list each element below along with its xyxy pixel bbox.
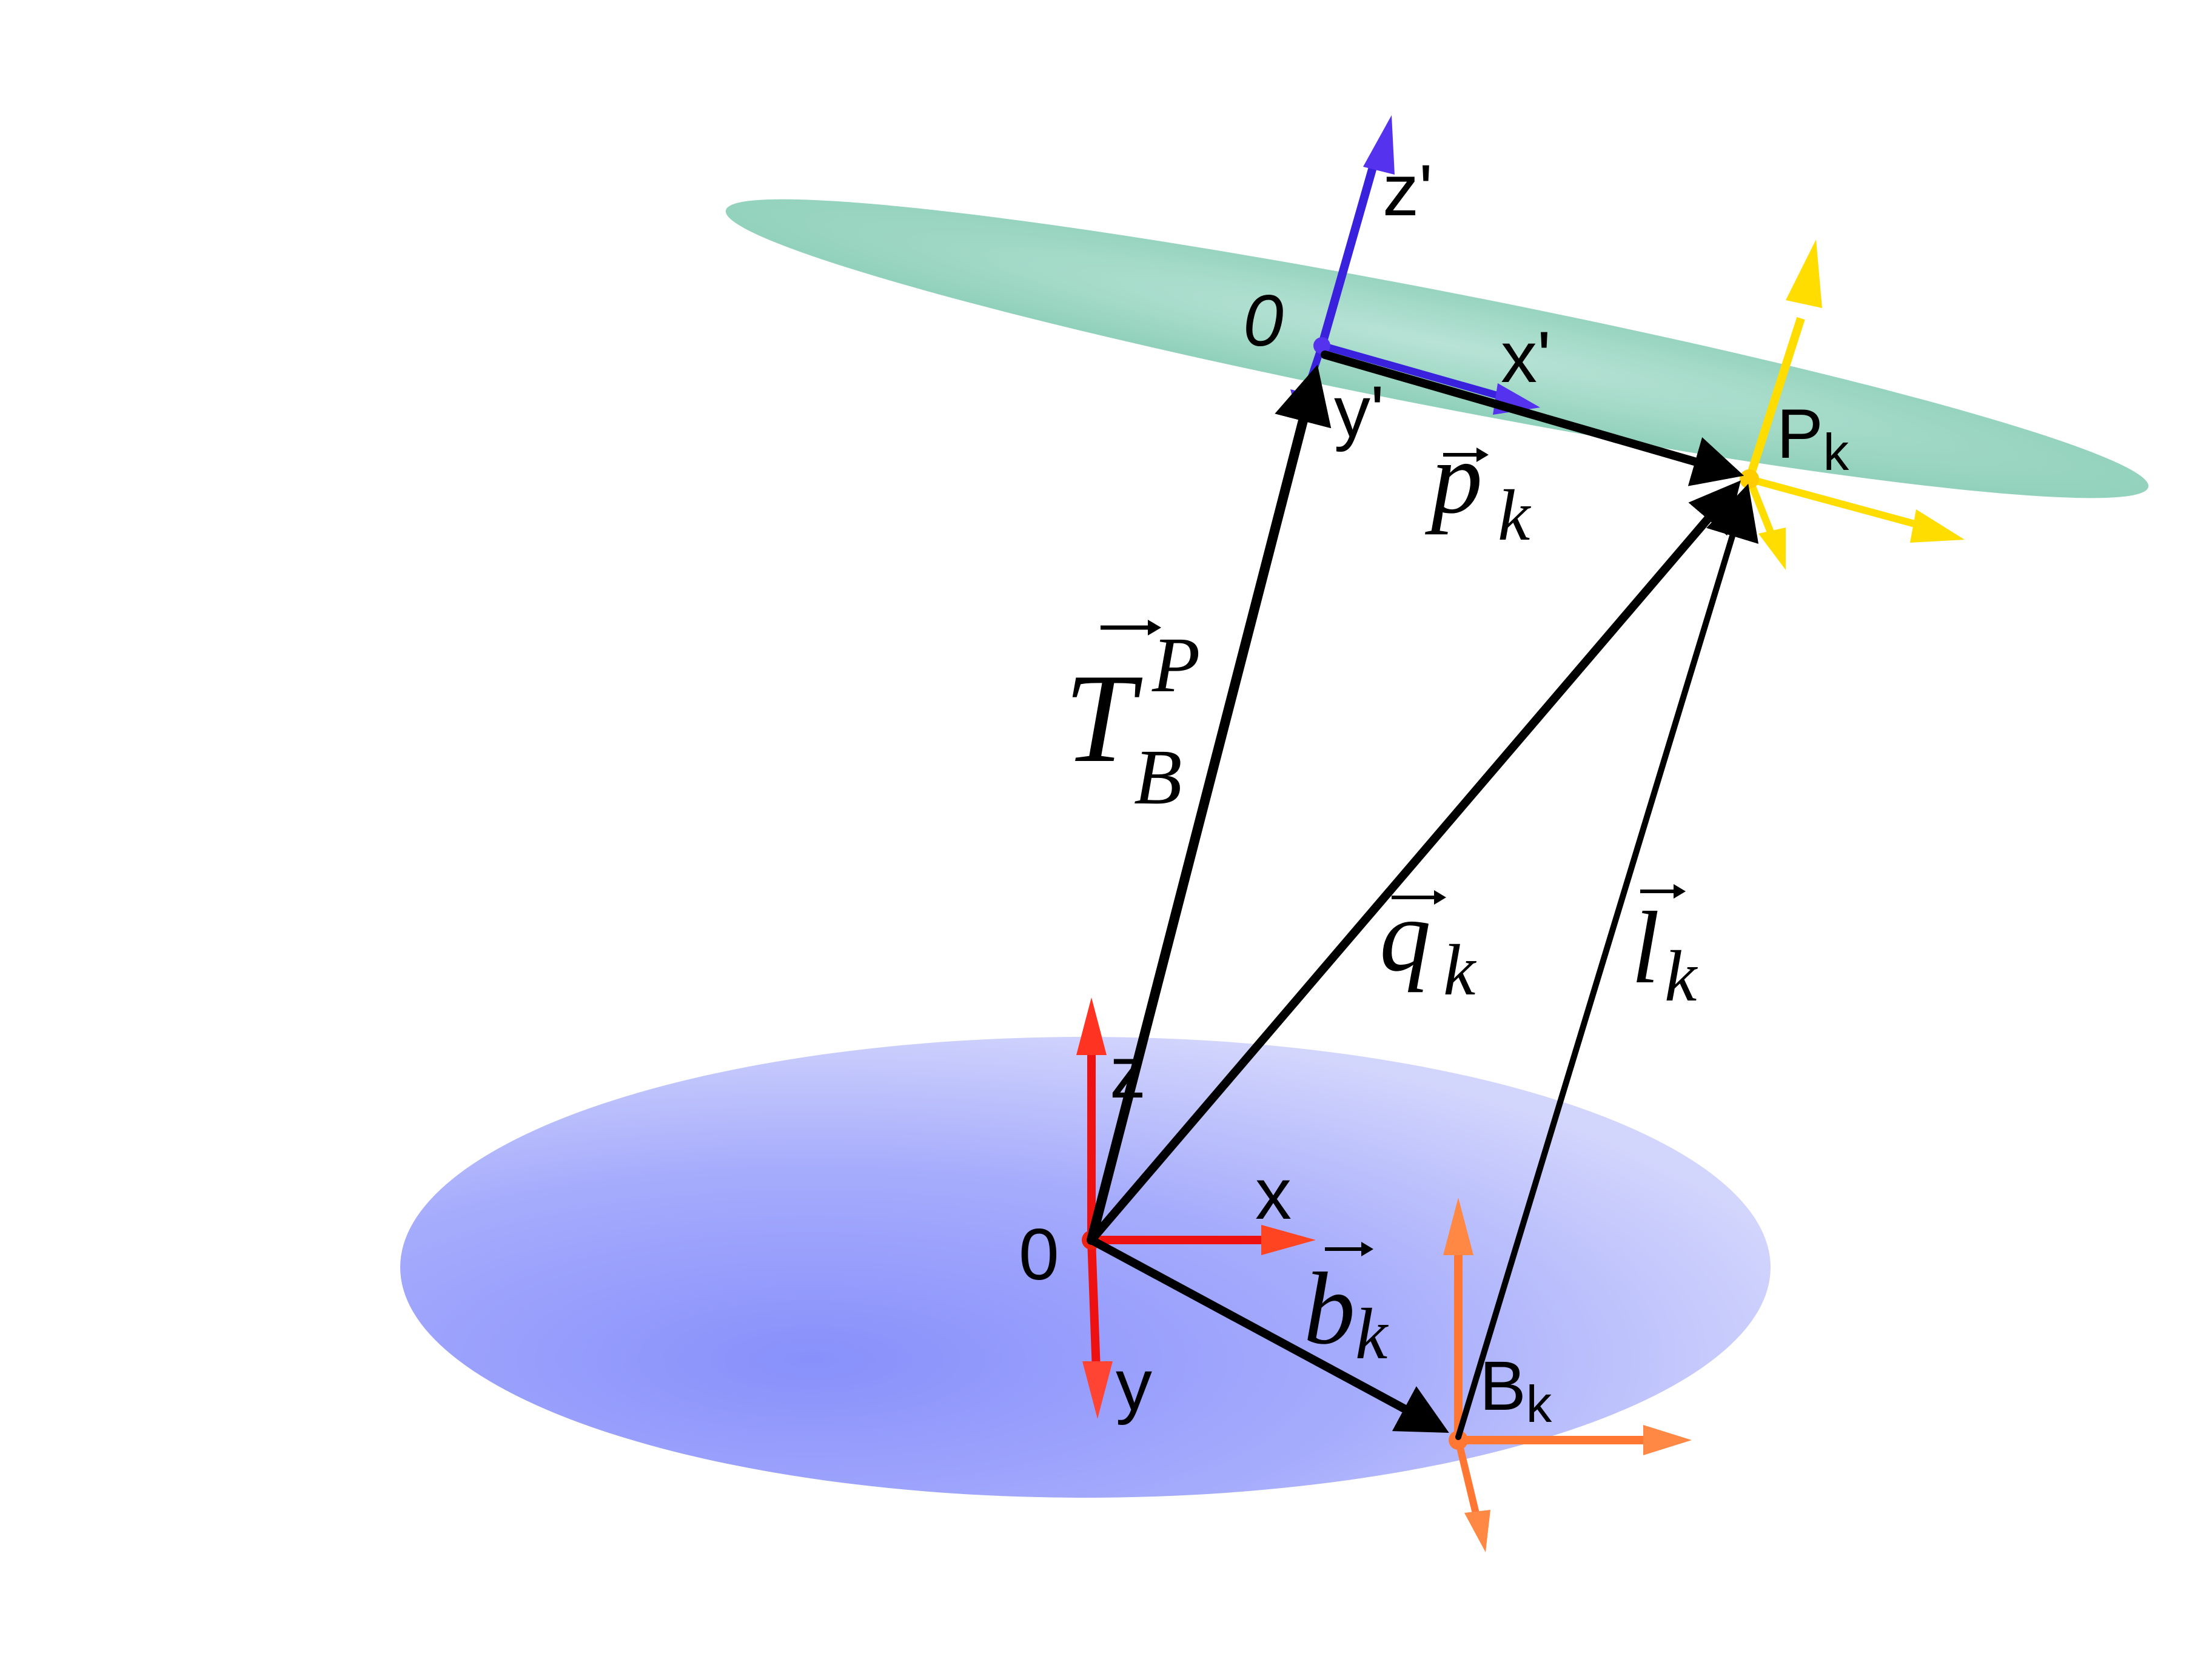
vector-b-sub: k	[1355, 1293, 1389, 1374]
vector-T	[1087, 364, 1332, 1245]
point-B-label: Bk	[1480, 1347, 1552, 1433]
platform-x-axis-label: x'	[1501, 317, 1551, 398]
platform-frame-labels: 0 z' x' y'	[1243, 150, 1551, 452]
vector-l-label: l k	[1631, 884, 1698, 1016]
point-P-label: Pk	[1777, 395, 1849, 481]
vector-T-label: T P B	[1064, 620, 1200, 821]
point-B-frame	[1443, 1198, 1692, 1552]
vector-p-sub: k	[1498, 475, 1532, 555]
base-disk	[400, 1037, 1771, 1498]
vector-b-label: b k	[1304, 1242, 1389, 1374]
vector-p	[1321, 350, 1744, 486]
base-y-axis-label: y	[1116, 1344, 1152, 1426]
vectors	[1087, 350, 1759, 1440]
vector-p-arrow-accent	[1443, 447, 1489, 462]
vector-T-sub: B	[1134, 734, 1182, 821]
vector-T-arrow-accent	[1101, 620, 1161, 635]
platform-disk	[725, 199, 2149, 498]
vector-q-arrow-accent	[1392, 890, 1446, 905]
platform-y-axis-label: y'	[1334, 371, 1384, 452]
platform-origin-label: 0	[1243, 280, 1284, 361]
vector-p-symbol: p	[1425, 421, 1483, 535]
platform-z-axis-label: z'	[1382, 150, 1433, 231]
vector-p-label: p k	[1425, 421, 1532, 555]
point-P-frame	[1740, 240, 1965, 570]
vector-b-arrow-accent	[1325, 1242, 1373, 1256]
vector-b-symbol: b	[1304, 1252, 1355, 1366]
vector-q	[1087, 480, 1741, 1244]
vector-l-symbol: l	[1631, 891, 1660, 1005]
vector-l	[1455, 483, 1759, 1440]
base-origin-label: 0	[1019, 1214, 1059, 1295]
vector-T-sup: P	[1151, 622, 1200, 709]
vector-l-arrow-accent	[1640, 884, 1686, 899]
vector-q-label: q k	[1379, 879, 1477, 1010]
base-frame-labels: 0 z x y	[1019, 1032, 1292, 1426]
vector-b	[1087, 1236, 1449, 1433]
vector-T-symbol: T	[1064, 648, 1143, 789]
vector-l-sub: k	[1664, 936, 1698, 1016]
base-z-axis-label: z	[1110, 1032, 1146, 1113]
base-x-axis-label: x	[1255, 1153, 1292, 1235]
vector-q-sub: k	[1443, 930, 1477, 1010]
